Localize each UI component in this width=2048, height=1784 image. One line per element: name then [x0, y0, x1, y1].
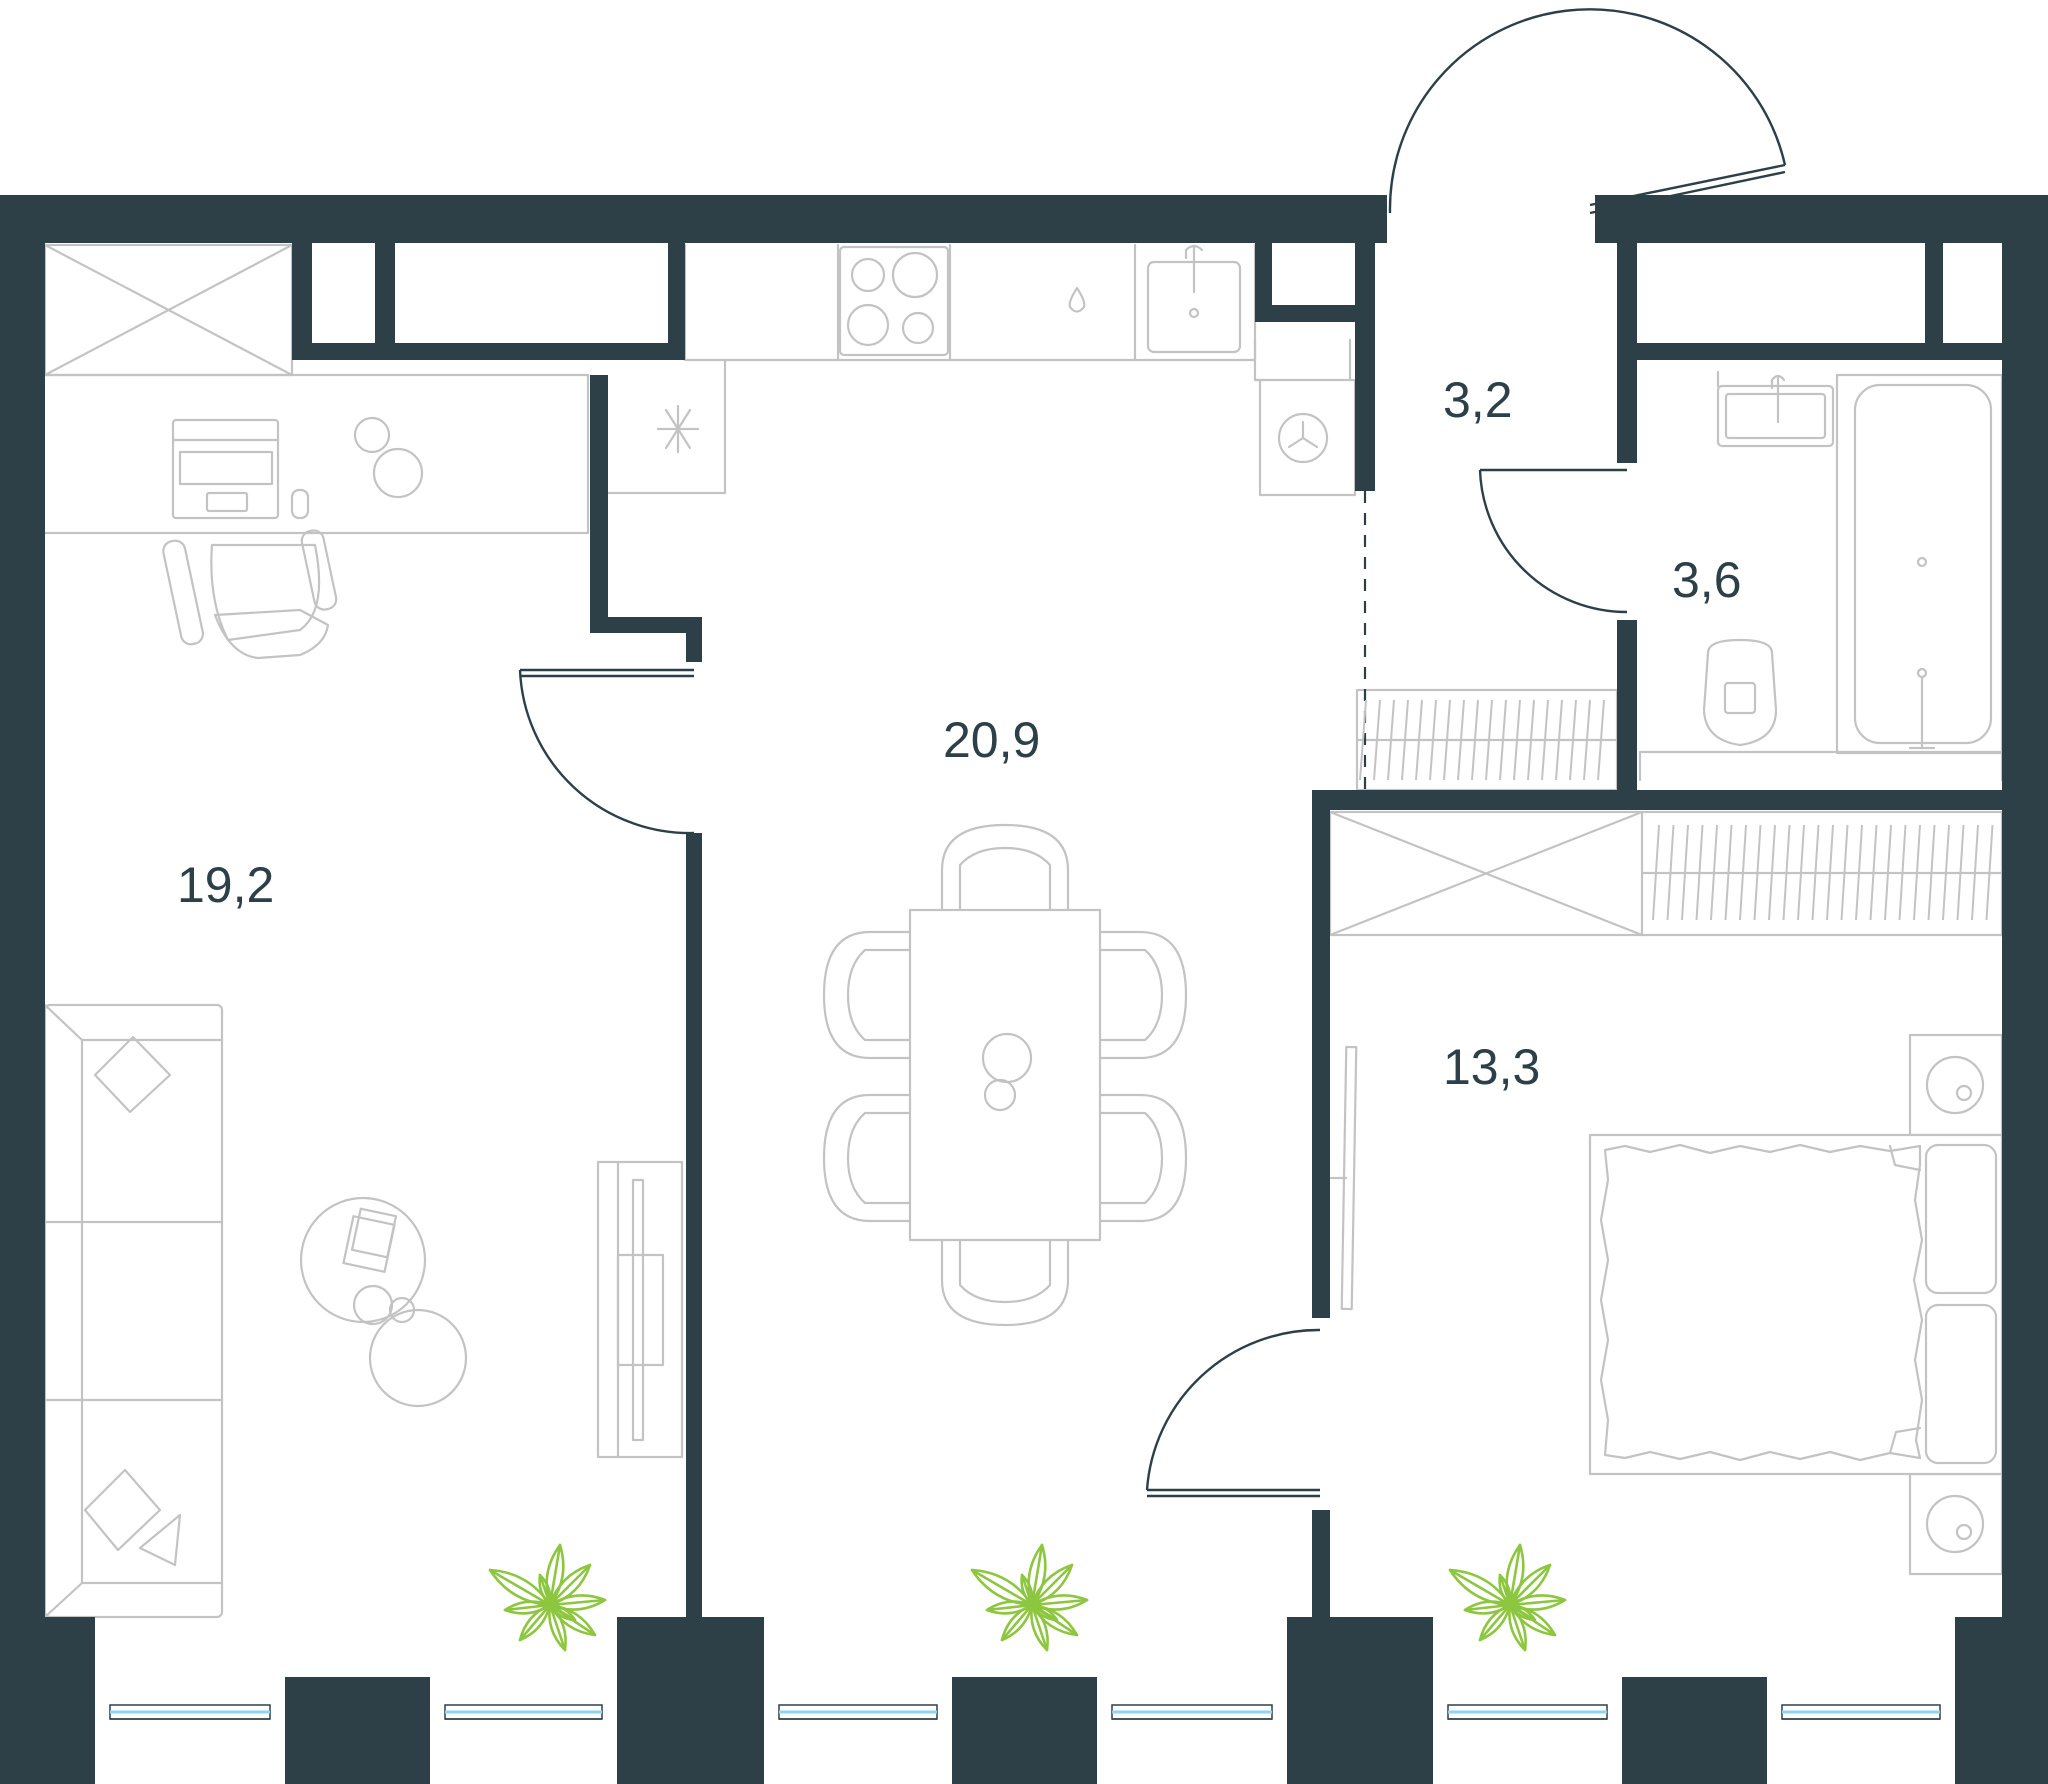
stove-icon	[838, 245, 950, 357]
window-icon	[444, 1704, 603, 1720]
door-swing-icon	[518, 668, 695, 835]
door-swing-icon	[1145, 1328, 1321, 1498]
room-area-hallway: 3,2	[1443, 372, 1513, 428]
room-area-bedroom: 13,3	[1443, 1039, 1540, 1095]
room-area-living-room: 19,2	[177, 857, 274, 913]
door-swing-icon	[1388, 8, 1787, 215]
plant-icon	[488, 1543, 607, 1652]
washing-machine-icon	[1253, 338, 1357, 497]
kitchen-counter	[606, 243, 1257, 495]
dining-chair-icon	[822, 823, 1188, 1327]
window-icon	[778, 1704, 938, 1720]
room-area-kitchen-dining: 20,9	[943, 712, 1040, 768]
bathtub-icon	[1835, 373, 2004, 755]
sink-icon	[1146, 244, 1242, 354]
window-icon	[1447, 1704, 1608, 1720]
door-swing-icon	[1478, 468, 1628, 614]
fridge-icon	[656, 404, 700, 454]
wardrobe-icon	[43, 243, 294, 377]
windows-layer	[109, 1704, 1941, 1720]
plant-icon	[1448, 1543, 1567, 1652]
window-icon	[1111, 1704, 1273, 1720]
walls-layer	[0, 195, 2048, 1784]
bedroom-tv-icon	[1329, 1045, 1358, 1311]
room-area-bathroom: 3,6	[1672, 552, 1742, 608]
double-bed-icon	[1588, 1133, 2004, 1476]
plants-layer	[488, 1543, 1567, 1652]
furniture-layer	[43, 243, 2004, 1619]
tv-stand-icon	[596, 1160, 684, 1459]
water-drop-icon	[1068, 286, 1086, 313]
desk-icon	[43, 373, 590, 535]
bathroom-sink-icon	[1716, 370, 1835, 448]
laptop-icon	[171, 416, 424, 520]
window-icon	[109, 1704, 271, 1720]
bedroom-wardrobe-icon	[1328, 810, 2004, 937]
labels-layer: 19,2 20,9 3,2 3,6 13,3	[177, 372, 1742, 1095]
window-icon	[1781, 1704, 1941, 1720]
nightstand-icon	[1908, 1472, 2004, 1576]
sofa-icon	[43, 1003, 224, 1619]
doors-layer	[518, 8, 1787, 1498]
toilet-icon	[1638, 638, 2004, 782]
dining-table-icon	[908, 908, 1102, 1242]
coffee-table-icon	[299, 1196, 468, 1408]
hallway-shelf-icon	[1359, 699, 1605, 781]
plant-icon	[970, 1543, 1089, 1652]
nightstand-icon	[1908, 1033, 2004, 1137]
office-chair-icon	[162, 529, 338, 660]
